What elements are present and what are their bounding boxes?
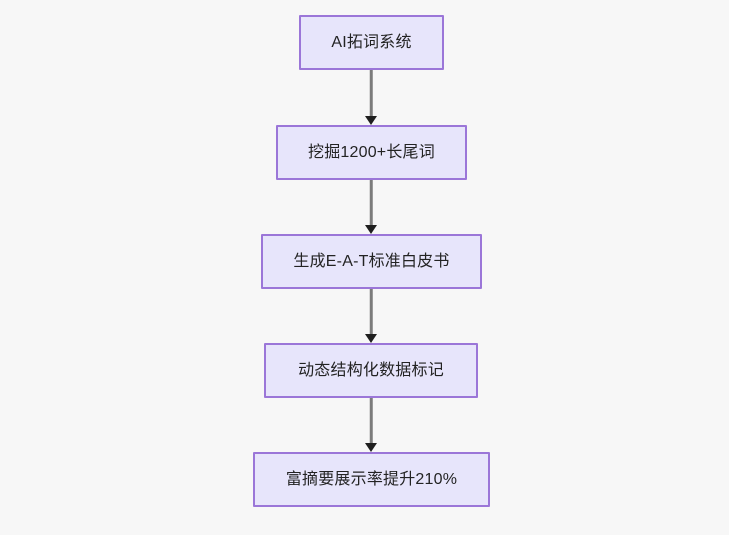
edge-line — [369, 70, 373, 117]
arrow-head-icon — [365, 443, 377, 452]
edge-line — [369, 398, 373, 444]
flowchart-node-label: 富摘要展示率提升210% — [285, 470, 458, 488]
flowchart-node-label: 生成E-A-T标准白皮书 — [293, 252, 450, 270]
flowchart-node-4[interactable]: 动态结构化数据标记 — [264, 343, 478, 398]
arrow-head-icon — [365, 116, 377, 125]
flowchart-node-label: AI拓词系统 — [331, 33, 412, 51]
flowchart-node-2[interactable]: 挖掘1200+长尾词 — [276, 125, 467, 180]
arrow-head-icon — [365, 334, 377, 343]
edge-line — [369, 180, 373, 226]
flowchart-node-3[interactable]: 生成E-A-T标准白皮书 — [261, 234, 482, 289]
arrow-head-icon — [365, 225, 377, 234]
edge-line — [369, 289, 373, 335]
flowchart-node-5[interactable]: 富摘要展示率提升210% — [253, 452, 490, 507]
flowchart-node-label: 挖掘1200+长尾词 — [308, 143, 435, 161]
flowchart-node-1[interactable]: AI拓词系统 — [299, 15, 444, 70]
flowchart-node-label: 动态结构化数据标记 — [298, 361, 444, 379]
